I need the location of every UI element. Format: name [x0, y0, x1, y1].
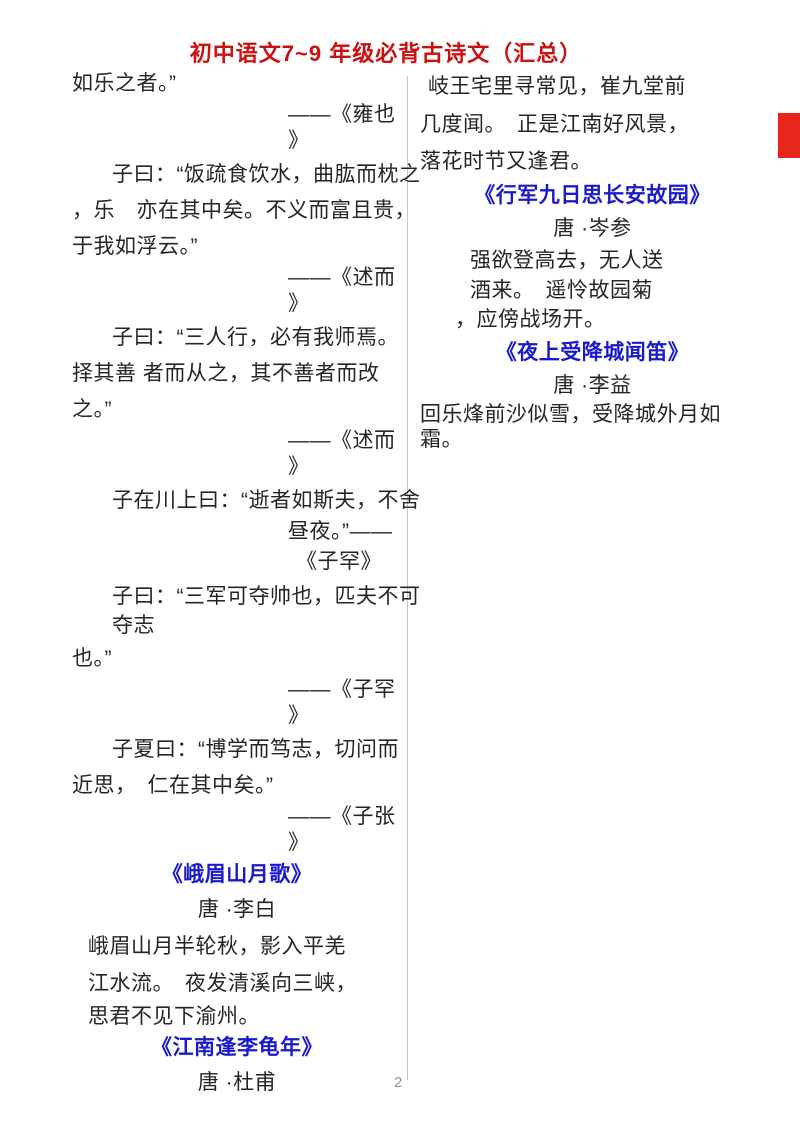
text-line: 子在川上曰：“逝者如斯夫，不舍 — [112, 489, 421, 512]
poem-author: 唐 ·李益 — [553, 374, 632, 397]
source-attribution: 《子罕》 — [296, 550, 382, 573]
text-line: 江水流。 夜发清溪向三峡， — [88, 972, 357, 995]
poem-author: 唐 ·岑参 — [553, 217, 632, 240]
text-line: 也。” — [72, 647, 112, 670]
text-line: 择其善 者而从之，其不善者而改 — [72, 362, 380, 385]
text-line: ，乐 亦在其中矣。不义而富且贵， — [72, 199, 416, 222]
source-attribution: 》 — [288, 704, 310, 727]
left-column: 如乐之者。”——《雍也》子曰：“饭疏食饮水，曲肱而枕之，乐 亦在其中矣。不义而富… — [72, 66, 421, 1102]
source-attribution: ——《雍也 — [288, 103, 396, 126]
text-line: 子曰：“三人行，必有我师焉。 — [112, 326, 399, 349]
text-line: 霜。 — [420, 428, 463, 451]
text-line: 之。” — [72, 398, 112, 421]
text-line: 峨眉山月半轮秋，影入平羌 — [88, 935, 346, 958]
text-line: 子曰：“饭疏食饮水，曲肱而枕之 — [112, 163, 421, 186]
text-line: 几度闻。 正是江南好风景， — [420, 113, 689, 136]
source-attribution: ——《述而 — [288, 429, 396, 452]
source-attribution: 》 — [288, 455, 310, 478]
text-line: 思君不见下渝州。 — [88, 1005, 260, 1028]
red-edge-marker — [778, 113, 800, 158]
poem-author: 唐 ·李白 — [197, 898, 277, 921]
source-attribution: 》 — [288, 129, 310, 152]
text-line: 子夏曰：“博学而笃志，切问而 — [112, 738, 399, 761]
text-line: 近思， 仁在其中矣。” — [72, 774, 274, 797]
page-title: 初中语文7~9 年级必背古诗文（汇总） — [189, 41, 583, 66]
right-column: 岐王宅里寻常见，崔九堂前几度闻。 正是江南好风景， 落花时节又逢君。《行军九日思长… — [420, 68, 765, 458]
source-attribution: 昼夜。”—— — [288, 520, 393, 543]
text-line: 于我如浮云。” — [72, 235, 198, 258]
poem-author: 唐 ·杜甫 — [197, 1071, 277, 1094]
source-attribution: ——《子罕 — [288, 678, 396, 701]
page-number: 2 — [394, 1074, 403, 1091]
text-line: 如乐之者。” — [72, 72, 177, 95]
source-attribution: 》 — [288, 292, 310, 315]
text-line: 岐王宅里寻常见，崔九堂前 — [428, 75, 686, 98]
text-line: 子曰：“三军可夺帅也，匹夫不可 — [112, 585, 421, 608]
source-attribution: ——《述而 — [288, 266, 396, 289]
text-line: 强欲登高去，无人送 — [470, 249, 664, 272]
text-line: ，应傍战场开。 — [455, 308, 606, 331]
poem-title: 《江南逢李龟年》 — [151, 1036, 323, 1059]
text-line: 落花时节又逢君。 — [420, 150, 592, 173]
poem-title: 《夜上受降城闻笛》 — [495, 341, 690, 364]
source-attribution: 》 — [288, 831, 310, 854]
source-attribution: ——《子张 — [288, 805, 396, 828]
text-line: 夺志 — [112, 614, 155, 637]
poem-title: 《行军九日思长安故园》 — [474, 184, 711, 207]
poem-title: 《峨眉山月歌》 — [161, 863, 313, 886]
text-line: 酒来。 遥怜故园菊 — [470, 279, 653, 302]
column-divider — [407, 76, 408, 1080]
text-line: 回乐烽前沙似雪，受降城外月如 — [420, 403, 721, 426]
